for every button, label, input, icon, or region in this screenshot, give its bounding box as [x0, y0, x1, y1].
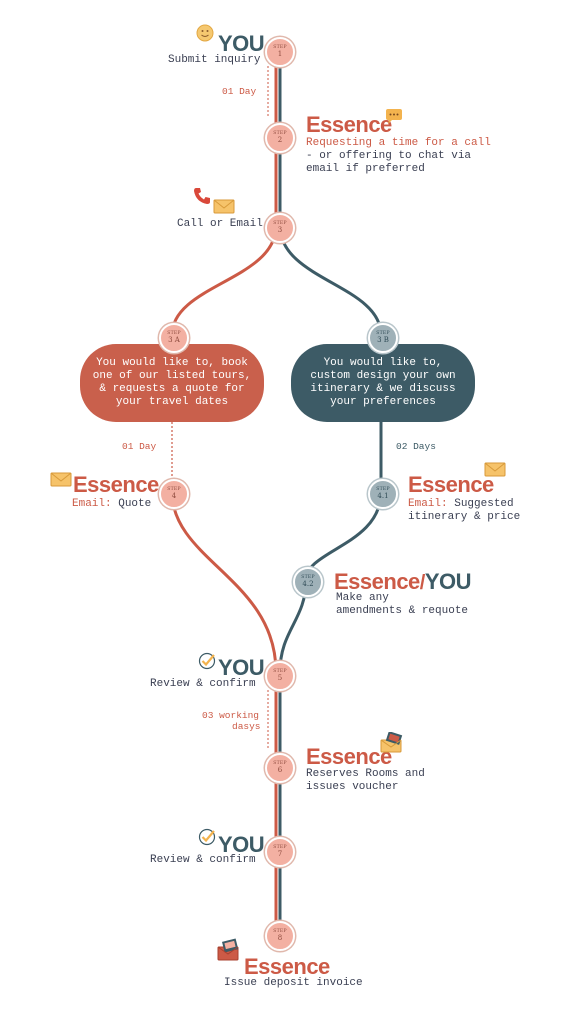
suggested-text-2: itinerary & price — [408, 511, 521, 523]
step-number: 8 — [277, 934, 283, 943]
step-label: STEP — [273, 44, 287, 50]
step-number: 1 — [277, 50, 283, 59]
step-number: 4.1 — [377, 492, 389, 501]
step-label: STEP — [273, 130, 287, 136]
brand-essence-step-2: Essence — [306, 112, 392, 137]
duration-step-5-6-line-1: 03 working — [202, 710, 260, 721]
branch-a-top — [170, 225, 278, 336]
step-number: 2 — [277, 136, 283, 145]
brand-you-step-7: YOU — [218, 832, 265, 857]
reserves-line-2: issues voucher — [306, 781, 399, 793]
email-label: Email: — [72, 498, 112, 510]
step-label: STEP — [273, 668, 287, 674]
quote-text: Quote — [118, 498, 152, 510]
option-b-line-3: itinerary & we discuss — [310, 383, 456, 395]
deposit-invoice-text: Issue deposit invoice — [224, 977, 363, 989]
step-label: STEP — [273, 844, 287, 850]
step-number: 3 B — [377, 336, 389, 345]
phone-icon — [194, 188, 210, 204]
step-number: 6 — [277, 766, 283, 775]
option-b-line-4: your preferences — [330, 396, 436, 408]
checkmark-icon — [198, 828, 216, 846]
step-label: STEP — [273, 220, 287, 226]
invoice-envelope-icon — [217, 938, 239, 961]
checkmark-icon — [198, 652, 216, 670]
option-b-pill: You would like to, custom design your ow… — [291, 344, 475, 422]
email-quote-line: Email: Quote — [72, 498, 151, 511]
envelope-icon — [484, 462, 506, 477]
option-a-line-4: your travel dates — [115, 396, 229, 408]
brand-essence-step-4: Essence — [73, 472, 159, 497]
brand-essence-step-8: Essence — [244, 954, 330, 979]
envelope-icon — [50, 472, 72, 487]
amend-line-1: Make any — [336, 592, 389, 604]
amend-line-2: amendments & requote — [336, 605, 469, 617]
step-label: STEP — [301, 574, 315, 580]
duration-option-b: 02 Days — [396, 441, 436, 452]
brand-slash: / — [419, 572, 426, 594]
envelope-icon — [213, 199, 235, 214]
smiley-icon — [196, 24, 214, 42]
chat-bubble-icon — [386, 109, 402, 124]
option-a-line-2: one of our listed tours, — [92, 370, 252, 382]
duration-step-1-2: 01 Day — [222, 86, 257, 97]
step-number: 3 — [277, 226, 283, 235]
option-a-line-1: You would like to, book — [96, 357, 248, 369]
step-label: STEP — [376, 486, 390, 492]
offer-chat-line-2: email if preferred — [306, 163, 425, 175]
step-number: 4.2 — [302, 580, 314, 589]
call-or-email-text: Call or Email — [177, 218, 263, 230]
suggested-text-1: Suggested — [454, 498, 514, 510]
requesting-call-text: Requesting a time for a call — [306, 137, 491, 149]
brand-essence-you-step-4-2: Essence/YOU — [334, 569, 472, 594]
duration-step-5-6-line-2: dasys — [232, 721, 261, 732]
step-label: STEP — [167, 330, 181, 336]
brand-essence: Essence — [334, 569, 420, 594]
step-number: 7 — [277, 850, 283, 859]
step-label: STEP — [376, 330, 390, 336]
brand-you: YOU — [424, 569, 472, 594]
reserves-line-1: Reserves Rooms and — [306, 768, 425, 780]
email-suggested-line: Email: Suggested — [408, 498, 514, 511]
option-a-line-3: & requests a quote for — [99, 383, 245, 395]
brand-you-step-1: YOU — [218, 31, 265, 56]
step-number: 3 A — [168, 336, 180, 345]
step-label: STEP — [167, 486, 181, 492]
offer-chat-line-1: - or offering to chat via — [306, 150, 472, 162]
option-b-line-1: You would like to, — [323, 357, 443, 369]
branch-a-bottom — [170, 491, 278, 673]
review-confirm-text-5: Review & confirm — [150, 678, 256, 690]
step-number: 5 — [277, 674, 283, 683]
email-label: Email: — [408, 498, 448, 510]
step-number: 4 — [171, 492, 177, 501]
ticket-envelope-icon — [380, 732, 403, 753]
brand-essence-step-6: Essence — [306, 744, 392, 769]
duration-option-a: 01 Day — [122, 441, 157, 452]
step-label: STEP — [273, 928, 287, 934]
brand-essence-step-4-1: Essence — [408, 472, 494, 497]
option-b-line-2: custom design your own — [310, 370, 456, 382]
option-a-pill: You would like to, book one of our liste… — [80, 344, 264, 422]
branch-b-top — [278, 225, 383, 336]
step-label: STEP — [273, 760, 287, 766]
brand-you-step-5: YOU — [218, 655, 265, 680]
branch-b-to-42 — [304, 491, 383, 581]
review-confirm-text-7: Review & confirm — [150, 854, 256, 866]
submit-inquiry-text: Submit inquiry — [168, 54, 261, 66]
